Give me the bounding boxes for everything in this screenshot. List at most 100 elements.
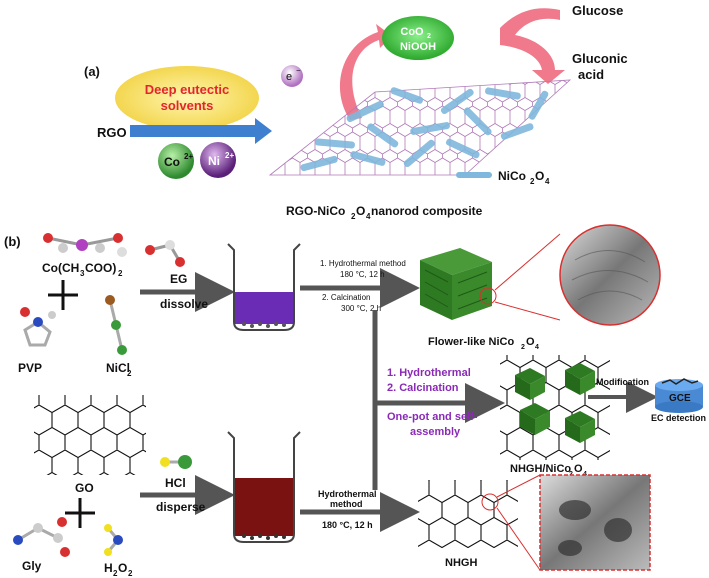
nanorod — [440, 88, 474, 114]
flower-nico-cube — [420, 248, 492, 320]
des-ellipse — [115, 66, 259, 130]
nhgh-label: NHGH — [445, 557, 477, 569]
des-line1: Deep eutectic — [145, 82, 230, 97]
co-ion-ball — [158, 143, 194, 179]
nanorod — [390, 87, 424, 104]
eg-molecule — [145, 240, 185, 267]
gce-label: GCE — [669, 393, 691, 404]
flower-o: O — [526, 336, 535, 348]
nanorod — [528, 90, 549, 120]
oxide-line1: CoO — [400, 26, 424, 38]
oxide-line1-sub: 2 — [427, 33, 431, 40]
eg-label: EG — [170, 272, 187, 286]
co-acetate-mid: COO) — [85, 261, 116, 275]
ni-ion-text: Ni — [208, 154, 220, 168]
purple-step4: assembly — [410, 426, 461, 438]
composite-prefix: RGO-NiCo — [286, 204, 345, 218]
nanorod — [367, 123, 399, 148]
nhgh-nico-o: O — [574, 463, 583, 475]
rgo-arrow — [130, 118, 272, 144]
zoom-line — [494, 233, 561, 291]
step2-label: 2. Calcination — [322, 293, 370, 302]
nanorod — [350, 151, 386, 166]
h2o2-sub2: 2 — [128, 569, 133, 578]
electron-ball — [281, 65, 303, 87]
nanorod — [463, 107, 492, 136]
h2o2-sub1: 2 — [113, 569, 118, 578]
co-acetate-molecule — [43, 233, 127, 257]
flower-sub2: 4 — [535, 344, 539, 351]
composite-sub1: 2 — [351, 212, 356, 221]
pink-arrow-glucose — [500, 8, 565, 84]
nanorod — [410, 122, 450, 135]
composite-o: O — [356, 204, 365, 218]
co-acetate-sub1: 3 — [80, 269, 85, 278]
gluconic-line1: Gluconic — [572, 51, 628, 66]
pvp-molecule — [20, 307, 56, 347]
nanorod — [300, 155, 338, 172]
gluconic-line2: acid — [578, 67, 604, 82]
ni-ion-charge: 2+ — [225, 151, 234, 160]
graphene-sheet — [268, 79, 572, 176]
step1-label: 1. Hydrothermal method — [320, 259, 406, 268]
h2o2-molecule — [104, 524, 123, 556]
legend-nico-sub1: 2 — [530, 177, 535, 186]
nicl-label: NiCl — [106, 361, 130, 375]
plus-sign-top — [48, 280, 78, 310]
zoom-marker-top — [479, 287, 497, 305]
oxide-line2: NiOOH — [400, 41, 436, 53]
flower-sub1: 2 — [521, 344, 525, 351]
go-label: GO — [75, 481, 94, 495]
nhgh-sheet — [418, 480, 518, 548]
legend-nico-sub2: 4 — [545, 177, 550, 186]
composite-sub2: 4 — [366, 212, 371, 221]
panel-b: (b) Co(CH 3 COO) 2 EG dissolve — [4, 224, 706, 578]
co-acetate-a: Co(CH — [42, 261, 79, 275]
nanorod — [500, 123, 534, 140]
rgo-label: RGO — [97, 125, 127, 140]
sem-image-flower — [559, 224, 661, 326]
ni-ion-ball — [200, 142, 236, 178]
panel-a: (a) Deep eutectic solvents RGO Co 2+ Ni … — [84, 3, 628, 221]
h2o2-h: H — [104, 561, 113, 575]
beaker-red — [227, 431, 301, 543]
nanorod — [485, 87, 521, 100]
nicl2-molecule — [105, 295, 127, 355]
purple-step1: 1. Hydrothermal — [387, 367, 471, 379]
purple-step3: One-pot and self- — [387, 411, 478, 423]
des-line2: solvents — [161, 98, 214, 113]
nanorod — [314, 138, 355, 149]
co-ion-text: Co — [164, 155, 180, 169]
zoom-line — [494, 301, 561, 321]
hydro-line2: method — [330, 499, 363, 509]
co-acetate-sub2: 2 — [118, 269, 123, 278]
co-ion-charge: 2+ — [184, 152, 193, 161]
modification-label: Modification — [596, 377, 649, 387]
electron-text: e — [286, 71, 292, 83]
legend-nico-o: O — [535, 169, 544, 183]
oxide-bubble — [382, 16, 454, 60]
pink-arrow-up — [339, 24, 392, 120]
gly-molecule — [13, 517, 70, 557]
legend-nico: NiCo — [498, 169, 526, 183]
sem-pores — [558, 500, 632, 556]
hcl-label: HCl — [165, 476, 186, 490]
nicl-sub: 2 — [127, 369, 132, 378]
nanorod — [346, 100, 384, 123]
electron-sup: − — [296, 66, 301, 75]
legend-nanorod — [456, 172, 492, 178]
gly-label: Gly — [22, 559, 42, 573]
dissolve-label: dissolve — [160, 297, 208, 311]
zoom-line — [496, 507, 541, 571]
sem-image-nhgh — [539, 474, 651, 571]
beaker-purple — [227, 243, 301, 331]
nhgh-nico-sheet — [500, 355, 610, 460]
hcl-molecule — [160, 455, 192, 469]
step1-cond: 180 °C, 12 h — [340, 270, 385, 279]
panel-a-label: (a) — [84, 64, 100, 79]
composite-suffix: nanorod composite — [371, 204, 483, 218]
ec-label: EC detection — [651, 413, 706, 423]
nanorod — [403, 139, 435, 168]
sem-texture — [571, 250, 649, 301]
nhgh-nico-label: NHGH/NiCo — [510, 463, 571, 475]
